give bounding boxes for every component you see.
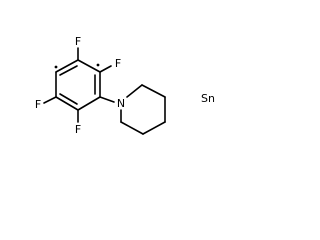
atom-label-f-left: F [35, 98, 41, 111]
bond-c5-f-left [43, 96, 57, 104]
ring-bond-c1-c2 [77, 59, 101, 73]
piperidine-bond-c1-c2 [141, 84, 166, 98]
ring-bond-c4-c5-inner [59, 93, 78, 105]
atom-label-f-top: F [75, 35, 81, 48]
bond-c3-n [99, 96, 115, 103]
radical-dot-c6 [54, 65, 58, 69]
ring-bond-c4-c5 [55, 96, 79, 111]
atom-label-f-upper-right: F [115, 57, 121, 70]
atom-label-sn: Sn [201, 92, 215, 105]
bond-c2-f-upper-right [99, 65, 112, 73]
ring-bond-c6-c1 [55, 59, 79, 73]
molecule-structure: F F F F N Sn [35, 35, 215, 136]
piperidine-bond-c3-c4 [142, 121, 166, 135]
ring-bond-c3-c4 [77, 96, 101, 111]
piperidine-bond-n-c1 [126, 84, 143, 98]
ring-bond-c6-c1-inner [59, 65, 78, 76]
piperidine-bond-c4-c5 [120, 121, 144, 135]
atom-label-f-bottom: F [75, 123, 81, 136]
atom-label-n: N [117, 97, 125, 110]
radical-dot-c1 [96, 63, 100, 67]
